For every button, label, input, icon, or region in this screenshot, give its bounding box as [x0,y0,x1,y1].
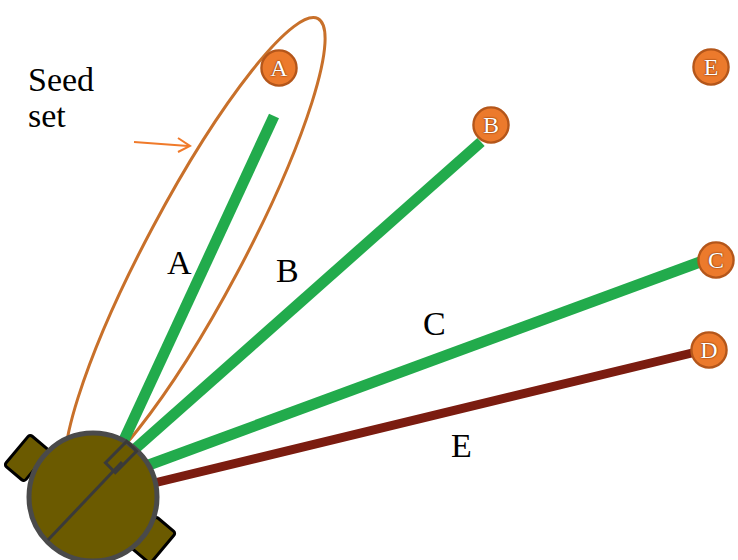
arrow-head [178,138,190,152]
landmark-circle: E [692,48,730,86]
landmark-circle: C [697,241,735,279]
beam-label: C [423,306,446,342]
leader-arrow [134,142,188,146]
beam-label: E [451,428,472,464]
beam-label: B [276,253,299,289]
robot [4,433,176,560]
callout-text: Seed set [28,62,138,133]
landmark-letter: B [483,113,499,137]
beam-label: A [167,245,192,281]
landmark-letter: C [708,248,724,272]
beam-c [146,262,700,466]
beam-e [150,353,692,484]
landmark-letter: E [704,55,719,79]
landmark-letter: D [700,338,717,362]
landmark-circle: D [690,331,728,369]
landmark-circle: A [260,49,298,87]
landmark-letter: A [270,56,287,80]
landmark-circle: B [472,106,510,144]
